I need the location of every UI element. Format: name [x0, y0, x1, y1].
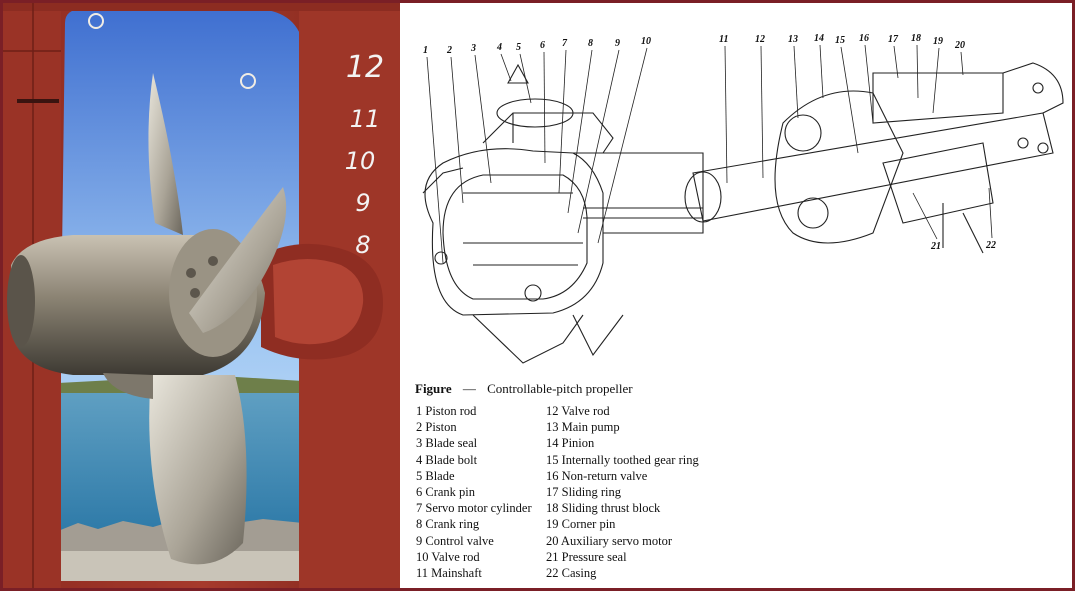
legend-item: 14 Pinion [546, 436, 595, 451]
callout-7: 7 [562, 38, 568, 49]
legend-item: 13 Main pump [546, 420, 620, 435]
legend-item: 6 Crank pin [416, 484, 476, 499]
callout-6: 6 [540, 40, 545, 51]
legend-item: 20 Auxiliary servo motor [546, 533, 673, 548]
callout-3: 3 [470, 43, 476, 54]
callout-12: 12 [755, 34, 765, 45]
callout-19: 19 [933, 36, 943, 47]
callout-15: 15 [835, 35, 845, 46]
legend-item: 2 Piston [416, 420, 457, 435]
legend-item: 3 Blade seal [416, 436, 478, 451]
callout-22: 22 [985, 240, 996, 251]
draft-mark-9: 9 [355, 189, 370, 217]
legend-item: 17 Sliding ring [546, 484, 622, 499]
propeller-photo-illustration: 12 11 10 9 8 [3, 3, 400, 588]
caption-label: Figure [415, 381, 452, 396]
legend-item: 15 Internally toothed gear ring [546, 452, 699, 467]
callout-2: 2 [446, 45, 452, 56]
legend-item: 1 Piston rod [416, 404, 477, 418]
legend-item: 9 Control valve [416, 533, 494, 548]
legend-item: 22 Casing [546, 565, 597, 580]
callout-13: 13 [788, 34, 798, 45]
legend-item: 4 Blade bolt [416, 452, 478, 467]
cpp-line-drawing: 1 2 3 4 5 6 7 8 9 10 11 12 13 14 15 16 1… [422, 33, 1064, 364]
callout-20: 20 [954, 40, 965, 51]
legend-item: 18 Sliding thrust block [546, 501, 661, 516]
callout-9: 9 [615, 38, 620, 49]
draft-mark-12: 12 [346, 50, 384, 85]
propeller-photo: 12 11 10 9 8 [3, 3, 400, 588]
legend-item: 11 Mainshaft [416, 565, 482, 580]
parts-legend: 1 Piston rod 12 Valve rod 2 Piston 13 Ma… [416, 403, 746, 581]
legend-item: 10 Valve rod [416, 549, 480, 564]
draft-mark-8: 8 [355, 231, 370, 259]
draft-mark-11: 11 [350, 105, 381, 133]
callout-4: 4 [496, 42, 502, 53]
legend-item: 5 Blade [416, 468, 455, 483]
legend-item: 19 Corner pin [546, 517, 616, 532]
caption-dash: — [462, 381, 476, 396]
cpp-diagram: 1 2 3 4 5 6 7 8 9 10 11 12 13 14 15 16 1… [403, 3, 1072, 588]
callout-21: 21 [930, 241, 941, 252]
callout-17: 17 [888, 34, 899, 45]
legend-item: 21 Pressure seal [546, 549, 627, 564]
legend-item: 16 Non-return valve [546, 468, 648, 483]
callout-16: 16 [859, 33, 869, 44]
callout-1: 1 [423, 45, 428, 56]
caption-text: Controllable-pitch propeller [487, 381, 633, 396]
callout-11: 11 [719, 34, 728, 45]
legend-item: 12 Valve rod [546, 404, 610, 418]
legend-item: 7 Servo motor cylinder [416, 501, 532, 516]
figure-caption: Figure — Controllable-pitch propeller [415, 381, 633, 397]
callout-8: 8 [588, 38, 593, 49]
callout-18: 18 [911, 33, 921, 44]
callout-10: 10 [641, 36, 651, 47]
callout-5: 5 [516, 42, 521, 53]
callout-14: 14 [814, 33, 824, 44]
legend-item: 8 Crank ring [416, 517, 480, 532]
draft-mark-10: 10 [345, 147, 376, 175]
